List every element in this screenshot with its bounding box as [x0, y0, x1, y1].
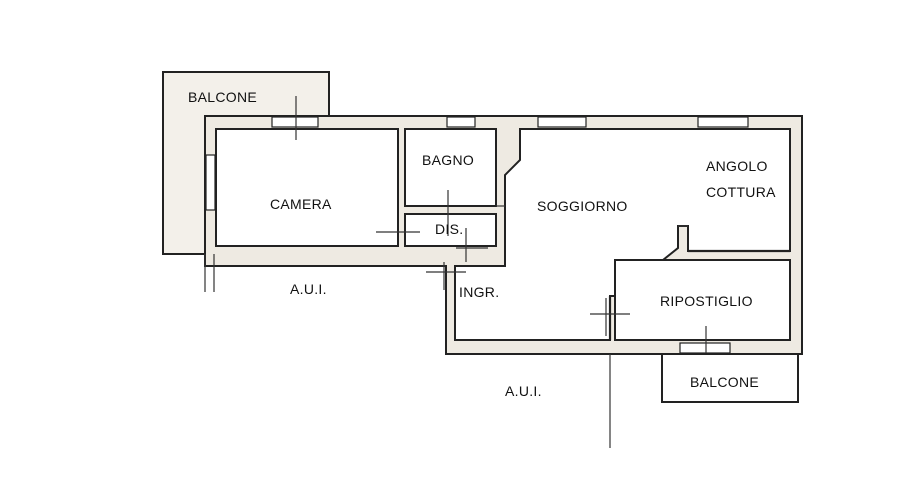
label-bagno: BAGNO: [422, 152, 474, 168]
label-angolo: ANGOLO: [706, 158, 768, 174]
window-camera-side: [205, 154, 216, 211]
label-balcone-top: BALCONE: [188, 89, 257, 105]
label-camera: CAMERA: [270, 196, 332, 212]
label-ingr: INGR.: [459, 284, 499, 300]
window-soggiorno: [537, 116, 587, 128]
room-disimpegno: [404, 213, 497, 247]
label-dis: DIS.: [435, 221, 463, 237]
rooms: [215, 128, 791, 341]
label-balcone-bottom: BALCONE: [690, 374, 759, 390]
label-aui-left: A.U.I.: [290, 281, 327, 297]
window-bagno: [446, 116, 476, 128]
label-soggiorno: SOGGIORNO: [537, 198, 628, 214]
window-camera: [271, 116, 319, 128]
reference-ticks: [295, 96, 707, 366]
balcony-bottom-right: [661, 353, 799, 403]
windows: [205, 116, 749, 354]
partitions: [496, 205, 790, 340]
label-cottura: COTTURA: [706, 184, 776, 200]
label-ripostiglio: RIPOSTIGLIO: [660, 293, 753, 309]
room-ripostiglio: [614, 259, 791, 341]
room-camera: [215, 128, 399, 247]
exterior-lines: [204, 254, 611, 448]
room-bagno: [404, 128, 497, 207]
window-ripostiglio: [679, 342, 731, 354]
label-aui-bottom: A.U.I.: [505, 383, 542, 399]
room-labels: BALCONE CAMERA BAGNO DIS. SOGGIORNO ANGO…: [188, 89, 776, 399]
window-cucina: [697, 116, 749, 128]
